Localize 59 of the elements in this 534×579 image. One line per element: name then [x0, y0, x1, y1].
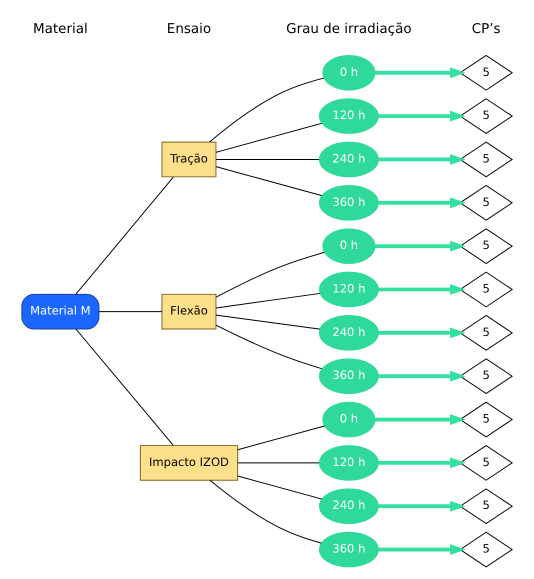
- label: Ensaio: [166, 20, 212, 37]
- node-diamond: 5: [459, 228, 514, 264]
- node-ellipse: 240 h: [318, 488, 379, 524]
- connector: [216, 158, 320, 160]
- label: Grau de irradiação: [286, 20, 412, 37]
- label: Material: [33, 20, 88, 37]
- arrow: [374, 414, 466, 425]
- arrow: [374, 240, 466, 252]
- node-diamond: 5: [459, 184, 514, 221]
- connector: [216, 166, 322, 196]
- node-ellipse: 120 h: [318, 445, 379, 481]
- node-diamond: 5: [459, 98, 514, 134]
- arrow: [374, 67, 466, 78]
- label: CP’s: [472, 20, 501, 37]
- node-box: Material M: [21, 294, 100, 330]
- connector: [237, 462, 320, 464]
- connector: [75, 328, 174, 446]
- node-box: Flexão: [162, 294, 216, 330]
- connector: [210, 480, 322, 544]
- node-box: Tração: [162, 142, 216, 178]
- connector: [75, 176, 174, 295]
- connector: [209, 78, 324, 142]
- arrow: [378, 327, 466, 338]
- arrow: [378, 457, 466, 468]
- connector: [216, 324, 322, 370]
- node-ellipse: 0 h: [322, 54, 376, 91]
- connector: [237, 426, 325, 450]
- arrow: [378, 154, 466, 165]
- node-ellipse: 0 h: [322, 228, 376, 264]
- node-ellipse: 360 h: [318, 184, 379, 221]
- node-ellipse: 360 h: [318, 358, 379, 394]
- node-ellipse: 120 h: [318, 98, 379, 134]
- node-diamond: 5: [459, 314, 514, 351]
- arrow: [378, 544, 466, 555]
- node-diamond: 5: [459, 402, 514, 438]
- arrow: [378, 110, 466, 122]
- arrow: [378, 284, 466, 295]
- node-diamond: 5: [459, 272, 514, 308]
- connector: [216, 122, 322, 153]
- node-diamond: 5: [459, 54, 514, 91]
- connector: [98, 311, 162, 312]
- node-diamond: 5: [459, 142, 514, 178]
- node-diamond: 5: [459, 532, 514, 568]
- node-diamond: 5: [459, 444, 514, 481]
- connector: [216, 314, 320, 330]
- connector: [216, 252, 325, 298]
- arrow: [378, 370, 466, 382]
- node-ellipse: 360 h: [318, 532, 379, 568]
- node-ellipse: 120 h: [318, 272, 379, 308]
- connector: [237, 476, 322, 500]
- arrow: [378, 197, 466, 208]
- node-diamond: 5: [459, 358, 514, 394]
- connector: [216, 292, 320, 308]
- arrow: [378, 500, 466, 512]
- node-ellipse: 240 h: [318, 315, 379, 351]
- node-ellipse: 0 h: [322, 402, 376, 438]
- node-ellipse: 240 h: [318, 142, 379, 178]
- node-diamond: 5: [459, 488, 514, 524]
- node-box: Impacto IZOD: [140, 445, 238, 481]
